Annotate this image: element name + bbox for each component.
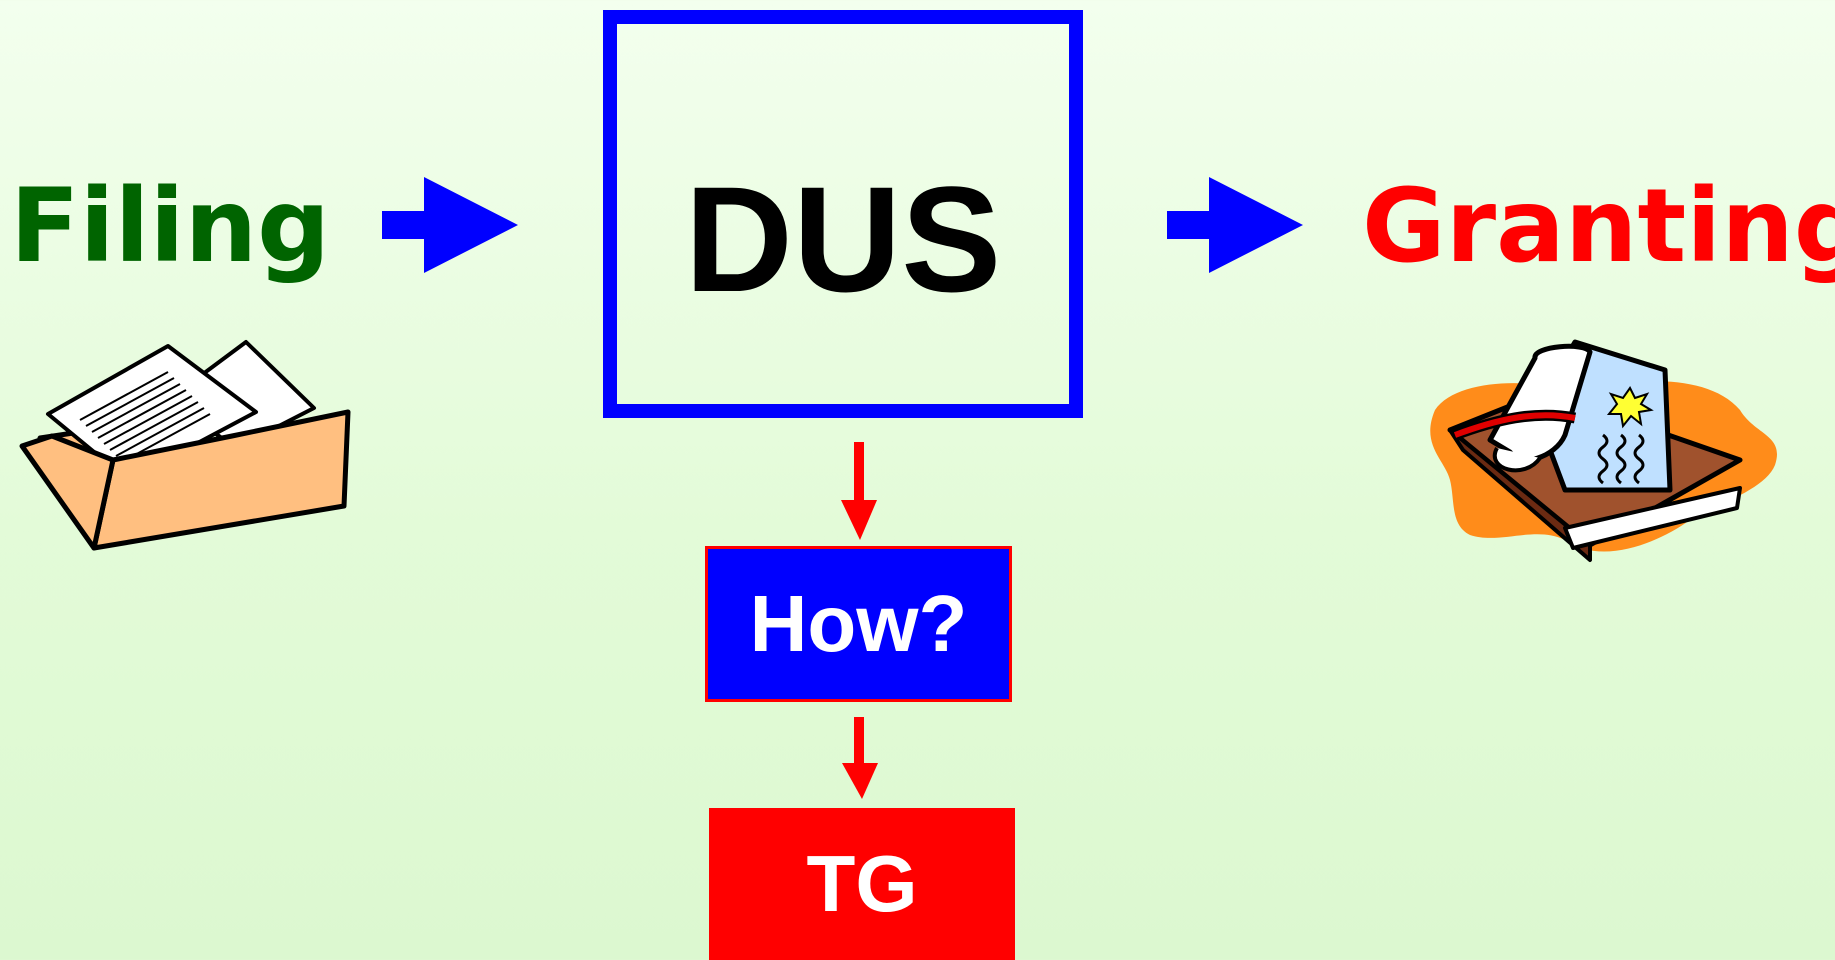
certificate-scroll-icon <box>1430 339 1777 562</box>
arrow-how-to-tg <box>842 717 878 799</box>
how-box: How? <box>705 546 1012 702</box>
tg-box: TG <box>709 808 1015 960</box>
dus-box: DUS <box>603 10 1083 418</box>
how-label: How? <box>749 579 968 668</box>
arrow-dus-to-how <box>841 442 877 540</box>
tg-label: TG <box>806 839 918 928</box>
arrow-filing-to-dus <box>382 177 518 273</box>
filing-label: Filing <box>10 167 331 286</box>
arrow-dus-to-granting <box>1167 177 1303 273</box>
granting-label: Granting <box>1362 167 1835 286</box>
dus-label: DUS <box>684 155 1002 323</box>
file-folder-icon <box>19 340 351 551</box>
